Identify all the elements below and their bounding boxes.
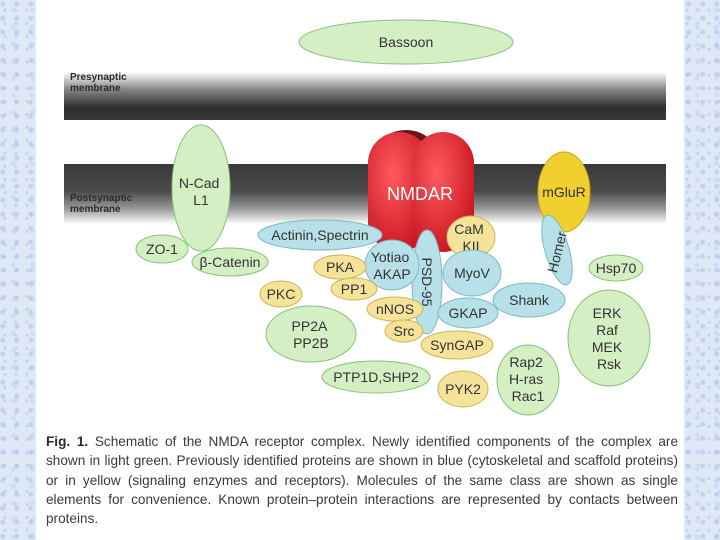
gkap-label: GKAP (449, 305, 488, 321)
ncad-l1-node (171, 124, 231, 252)
pyk2-label: PYK2 (445, 381, 481, 397)
presynaptic-membrane (64, 72, 666, 120)
shank-label: Shank (509, 292, 550, 308)
hsp70-label: Hsp70 (596, 260, 637, 276)
src-label: Src (394, 323, 415, 339)
pyk2-node (437, 370, 489, 408)
postsynaptic-label: Postsynaptic membrane (70, 193, 135, 215)
myov-node (442, 249, 502, 297)
shank-node (492, 282, 566, 318)
beta-catenin-label: β-Catenin (200, 254, 261, 270)
psd95-label: PSD-95 (419, 257, 435, 306)
actinin-label: Actinin,Spectrin (271, 227, 368, 243)
zo1-label: ZO-1 (146, 241, 178, 257)
nnos-label: nNOS (376, 301, 414, 317)
homer-node (541, 214, 573, 286)
hsp70-node (588, 254, 644, 282)
pkc-node (259, 280, 303, 308)
ptp-label: PTP1D,SHP2 (333, 369, 419, 385)
src-node (384, 319, 424, 343)
presynaptic-label: Presynaptic membrane (70, 72, 129, 94)
bassoon-node (298, 19, 514, 65)
beta-catenin-node (191, 247, 269, 277)
pkc-label: PKC (267, 286, 296, 302)
myov-label: MyoV (454, 265, 490, 281)
yotiao-label: Yotiao AKAP (371, 249, 413, 282)
gkap-node (437, 297, 499, 329)
pka-label: PKA (326, 259, 355, 275)
mglur-node (537, 151, 591, 233)
zo1-node (135, 234, 189, 264)
pp1-node (330, 277, 378, 301)
figure-panel: Bassoon Presynaptic membrane Postsynapti… (36, 0, 684, 540)
bassoon-label: Bassoon (379, 34, 433, 50)
ncad-label: N-Cad L1 (179, 175, 223, 208)
ptp1d-shp2-node (321, 360, 431, 394)
caption-label: Fig. 1. (46, 434, 89, 449)
rap2-group-label: Rap2 H-ras Rac1 (509, 354, 547, 404)
nmdar-label: NMDAR (387, 184, 453, 204)
syngap-label: SynGAP (430, 337, 484, 353)
pp1-label: PP1 (341, 281, 368, 297)
pp2-label: PP2A PP2B (292, 318, 331, 351)
rap2-hras-rac1-node (496, 344, 560, 416)
mglur-label: mGluR (542, 184, 586, 200)
pp2a-pp2b-node (265, 305, 357, 363)
figure-caption: Fig. 1. Schematic of the NMDA receptor c… (46, 432, 678, 528)
syngap-node (420, 330, 494, 360)
erk-raf-mek-rsk-node (567, 289, 651, 387)
nmda-complex-diagram: Bassoon Presynaptic membrane Postsynapti… (64, 19, 666, 416)
caption-text: Schematic of the NMDA receptor complex. … (46, 434, 678, 527)
erk-group-label: ERK Raf MEK Rsk (592, 305, 626, 372)
pka-node (313, 254, 367, 280)
actinin-spectrin-node (257, 219, 383, 251)
